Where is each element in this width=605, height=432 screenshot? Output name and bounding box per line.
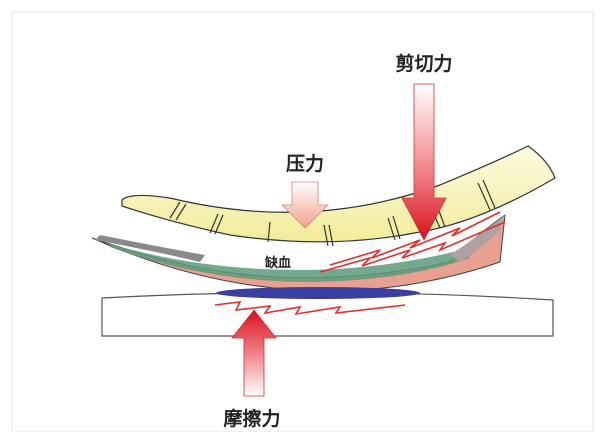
label-ischemia: 缺血 [264, 256, 292, 271]
shear-arrow-icon [401, 83, 447, 241]
bone [121, 145, 556, 247]
mattress [101, 291, 554, 337]
label-shear-force: 剪切力 [395, 53, 453, 75]
blue-band [216, 287, 420, 299]
label-friction: 摩擦力 [223, 408, 281, 430]
frame [11, 11, 594, 432]
label-pressure: 压力 [285, 153, 325, 175]
pressure-arrow-icon [281, 181, 329, 229]
shear-zigzag [214, 211, 506, 316]
friction-arrow-icon [231, 309, 277, 397]
skin-tissue [91, 213, 506, 299]
